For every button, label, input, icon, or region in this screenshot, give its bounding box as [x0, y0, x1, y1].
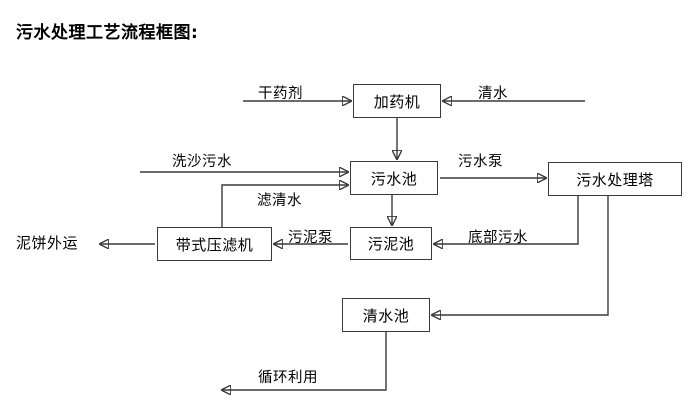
node-label: 清水池 — [362, 306, 410, 325]
edge-treatment-tower-to-sludge-pool — [434, 196, 579, 244]
node-clear-water-pool[interactable]: 清水池 — [342, 298, 430, 332]
edge-label-sand-wash-sewage: 洗沙污水 — [172, 154, 232, 170]
edge-label-sewage-pump: 污水泵 — [458, 154, 503, 170]
node-sewage-pool[interactable]: 污水池 — [350, 161, 438, 195]
edge-belt-filter-press-to-sewage-pool — [221, 185, 348, 227]
edge-label-recycle-use: 循环利用 — [258, 370, 318, 386]
node-dosing-machine[interactable]: 加药机 — [353, 84, 441, 118]
page-title: 污水处理工艺流程框图: — [16, 23, 199, 43]
edge-label-sludge-pump: 污泥泵 — [288, 230, 333, 246]
node-label: 污水池 — [370, 169, 418, 188]
edge-clear-water-pool-to-recycle — [222, 332, 387, 390]
edge-label-bottom-sewage: 底部污水 — [468, 230, 528, 246]
terminal-mud-cake-outbound: 泥饼外运 — [16, 234, 79, 252]
node-label: 污泥池 — [367, 235, 415, 253]
node-label: 带式压滤机 — [175, 235, 254, 254]
edge-treatment-tower-to-clear-water-pool — [432, 196, 609, 315]
node-label: 污水处理塔 — [576, 170, 654, 189]
node-sludge-pool[interactable]: 污泥池 — [350, 227, 432, 260]
edge-label-dry-chemical: 干药剂 — [258, 86, 303, 102]
edge-label-filtered-clear-water: 滤清水 — [257, 193, 302, 209]
node-label: 加药机 — [373, 92, 421, 111]
edge-label-clean-water-input: 清水 — [478, 86, 508, 102]
node-belt-filter-press[interactable]: 带式压滤机 — [157, 227, 272, 261]
node-treatment-tower[interactable]: 污水处理塔 — [548, 162, 682, 196]
